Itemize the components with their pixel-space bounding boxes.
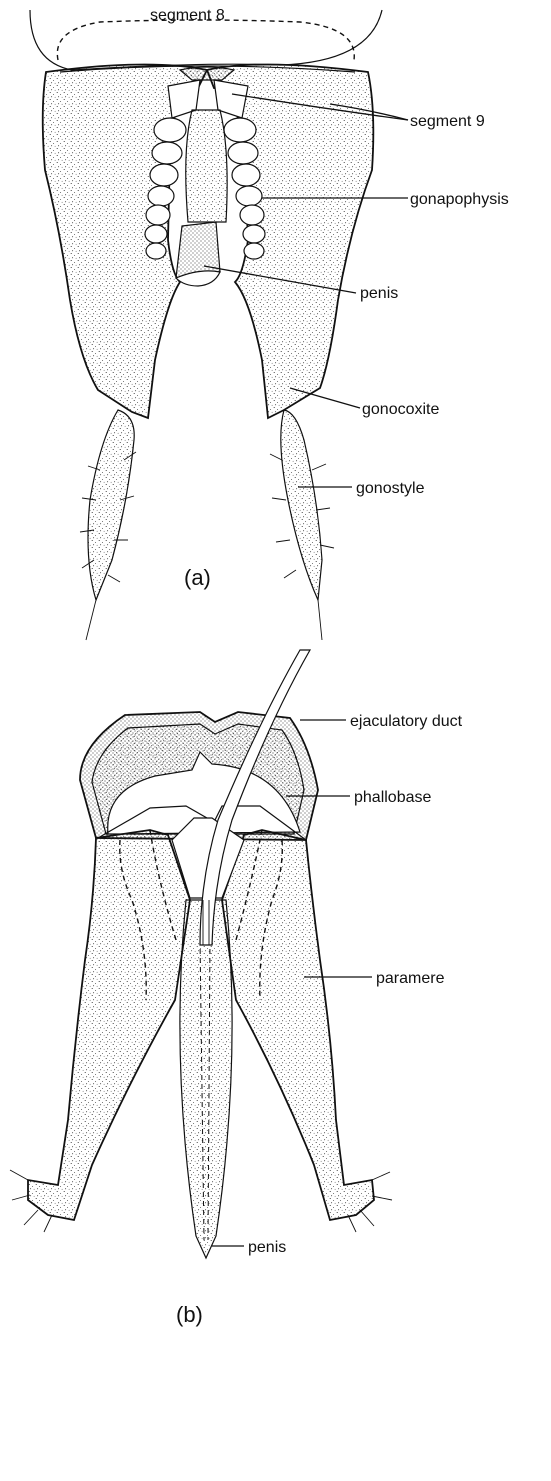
label-ejaculatory-duct: ejaculatory duct <box>350 713 463 730</box>
panel-a: segment 8 segment 9 gonapophysis penis g… <box>30 7 509 640</box>
label-penis-a: penis <box>360 285 398 302</box>
label-phallobase: phallobase <box>354 789 432 806</box>
gonostyle-left <box>80 410 136 640</box>
paramere-left <box>10 830 190 1232</box>
label-gonostyle: gonostyle <box>356 480 425 497</box>
caption-a: (a) <box>184 565 211 590</box>
label-segment-8: segment 8 <box>150 7 225 24</box>
paramere-right <box>222 830 392 1232</box>
label-paramere: paramere <box>376 970 445 987</box>
caption-b: (b) <box>176 1302 203 1327</box>
label-penis-b: penis <box>248 1239 286 1256</box>
label-gonapophysis: gonapophysis <box>410 191 509 208</box>
label-gonocoxite: gonocoxite <box>362 401 439 418</box>
panel-b: ejaculatory duct phallobase paramere pen… <box>10 650 463 1327</box>
gonostyle-right <box>270 410 334 640</box>
label-segment-9: segment 9 <box>410 113 485 130</box>
